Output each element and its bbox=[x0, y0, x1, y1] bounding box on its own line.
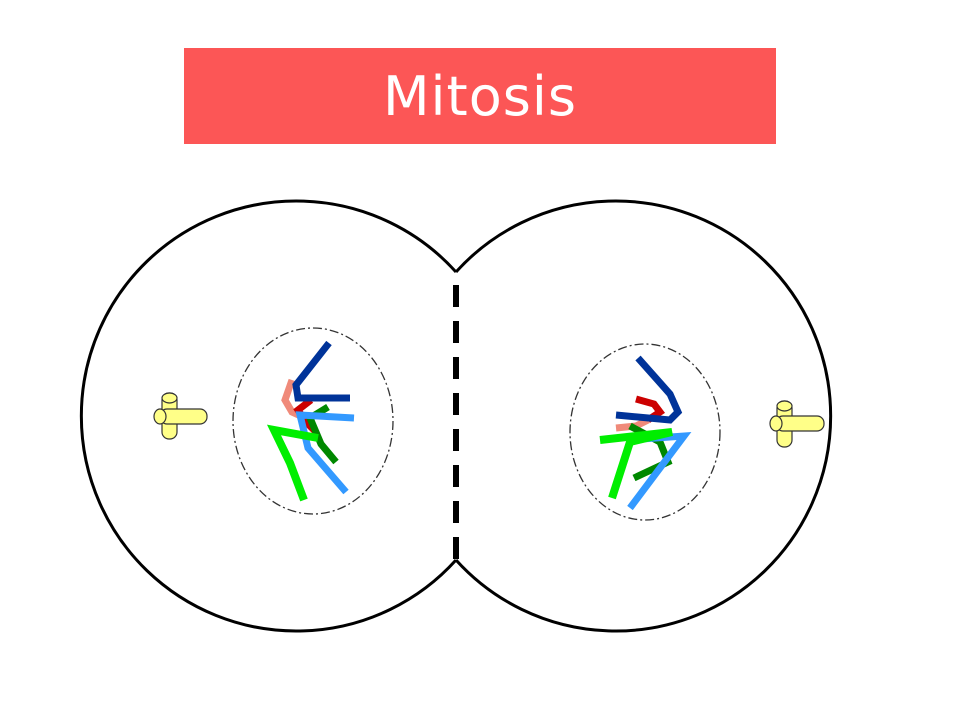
page-title: Mitosis bbox=[382, 64, 578, 128]
chromosome-bright-green bbox=[599, 428, 673, 500]
centriole-icon bbox=[153, 392, 208, 440]
right-cell-membrane bbox=[454, 199, 833, 633]
left-cell-membrane bbox=[79, 199, 458, 633]
left-chromosomes bbox=[266, 340, 355, 502]
title-banner: Mitosis bbox=[184, 48, 776, 144]
right-chromosomes bbox=[599, 355, 692, 511]
chromosome-dark-green bbox=[305, 404, 339, 465]
chromosome-dark-blue bbox=[615, 355, 683, 424]
left-nuclear-envelope bbox=[232, 327, 394, 515]
chromosome-bright-green bbox=[266, 424, 319, 502]
right-nuclear-envelope bbox=[569, 343, 721, 521]
centriole-icon bbox=[769, 400, 825, 448]
chromosome-light-blue bbox=[627, 431, 692, 511]
chromosome-dark-blue bbox=[292, 340, 350, 402]
